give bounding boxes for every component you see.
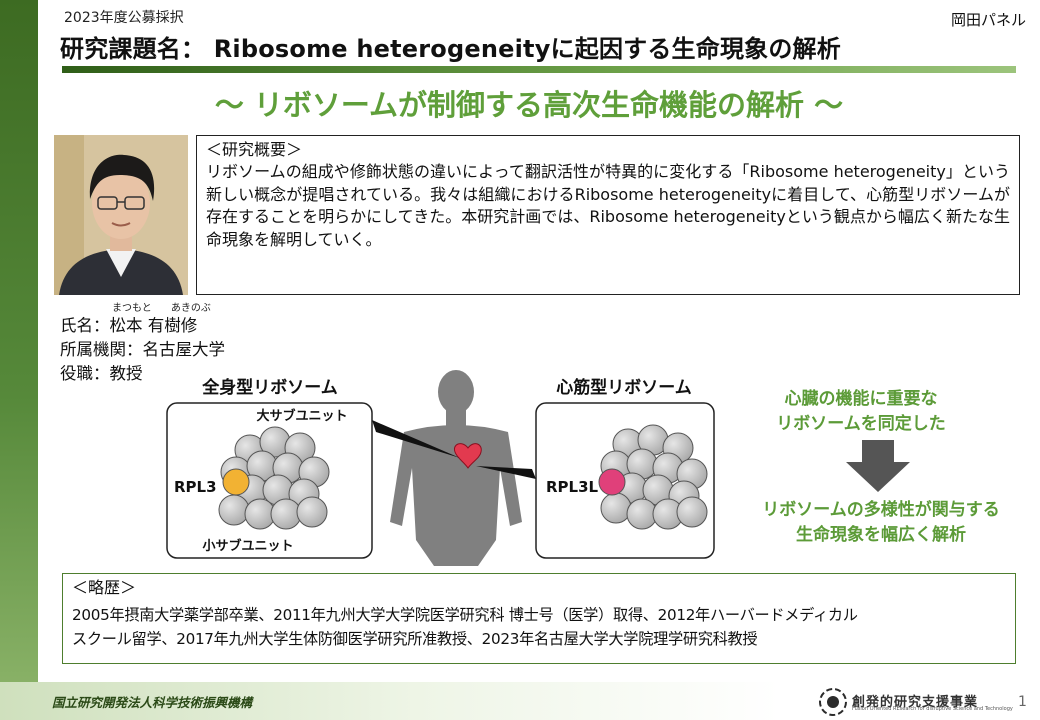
- left-accent-bar: [0, 0, 38, 720]
- panel-label: 岡田パネル: [950, 11, 1026, 29]
- researcher-affiliation: 所属機関：名古屋大学: [60, 340, 225, 359]
- plan-message: リボソームの多様性が関与する 生命現象を幅広く解析: [742, 498, 1020, 548]
- cardiac-ribosome-title: 心筋型リボソーム: [556, 377, 692, 398]
- rpl3-sphere: [222, 468, 250, 496]
- page-number: 1: [1018, 694, 1027, 710]
- human-silhouette-icon: [390, 370, 522, 566]
- year-label: 2023年度公募採択: [64, 10, 184, 26]
- research-overview-box: ＜研究概要＞ リボソームの組成や修飾状態の違いによって翻訳活性が特異的に変化する…: [196, 135, 1020, 295]
- finding-line-1: 心臓の機能に重要な: [784, 389, 938, 409]
- general-ribosome-spheres: [218, 426, 330, 530]
- rpl3l-sphere: [598, 468, 626, 496]
- researcher-photo: [54, 135, 188, 295]
- portrait-illustration: [54, 135, 188, 295]
- plan-line-2: 生命現象を幅広く解析: [796, 525, 966, 545]
- ribosome-diagram: 全身型リボソーム 大サブユニット 小サブユニット RPL3 心筋型リボソーム R…: [166, 370, 715, 566]
- rpl3l-label: RPL3L: [546, 478, 599, 496]
- heart-icon: [453, 443, 482, 469]
- researcher-name: 氏名：松本 有樹修: [60, 316, 198, 335]
- finding-message: 心臓の機能に重要な リボソームを同定した: [746, 387, 976, 437]
- overview-heading: ＜研究概要＞: [206, 140, 303, 159]
- career-box: ＜略歴＞ 2005年摂南大学薬学部卒業、2011年九州大学大学院医学研究科 博士…: [62, 573, 1016, 664]
- footer-organization: 国立研究開発法人科学技術振興機構: [52, 695, 253, 710]
- career-line-1: 2005年摂南大学薬学部卒業、2011年九州大学大学院医学研究科 博士号（医学）…: [72, 606, 858, 624]
- finding-line-2: リボソームを同定した: [776, 414, 946, 434]
- footer-program-english: Fusion Oriented REsearch for disruptive …: [852, 706, 1013, 712]
- page-subtitle: ～ リボソームが制御する高次生命機能の解析 ～: [214, 88, 844, 122]
- connector-left: [372, 420, 460, 458]
- ruby-given: あきのぶ: [170, 303, 211, 314]
- large-subunit-label: 大サブユニット: [256, 408, 347, 424]
- career-line-2: スクール留学、2017年九州大学生体防御医学研究所准教授、2023年名古屋大学大…: [72, 630, 758, 648]
- small-subunit-label: 小サブユニット: [202, 538, 293, 554]
- rpl3-label: RPL3: [174, 478, 217, 496]
- overview-body: リボソームの組成や修飾状態の違いによって翻訳活性が特異的に変化する「Riboso…: [206, 162, 1010, 249]
- connector-right: [476, 466, 536, 479]
- plan-line-1: リボソームの多様性が関与する: [762, 500, 1000, 520]
- ruby-family: まつもと: [112, 303, 152, 314]
- footer-band: [0, 682, 1040, 720]
- name-ruby: まつもと あきのぶ: [112, 299, 211, 314]
- researcher-role: 役職：教授: [60, 364, 143, 383]
- footer-program: 創発的研究支援事業: [852, 695, 979, 710]
- page-title: 研究課題名： Ribosome heterogeneityに起因する生命現象の解…: [60, 35, 841, 63]
- title-underline: [62, 66, 1016, 73]
- career-heading: ＜略歴＞: [72, 578, 137, 597]
- general-ribosome-title: 全身型リボソーム: [201, 377, 338, 398]
- cardiac-ribosome-spheres: [598, 424, 708, 530]
- down-arrow-icon: [846, 440, 910, 492]
- career-body: 2005年摂南大学薬学部卒業、2011年九州大学大学院医学研究科 博士号（医学）…: [72, 603, 1006, 651]
- program-logo-icon: [819, 688, 847, 716]
